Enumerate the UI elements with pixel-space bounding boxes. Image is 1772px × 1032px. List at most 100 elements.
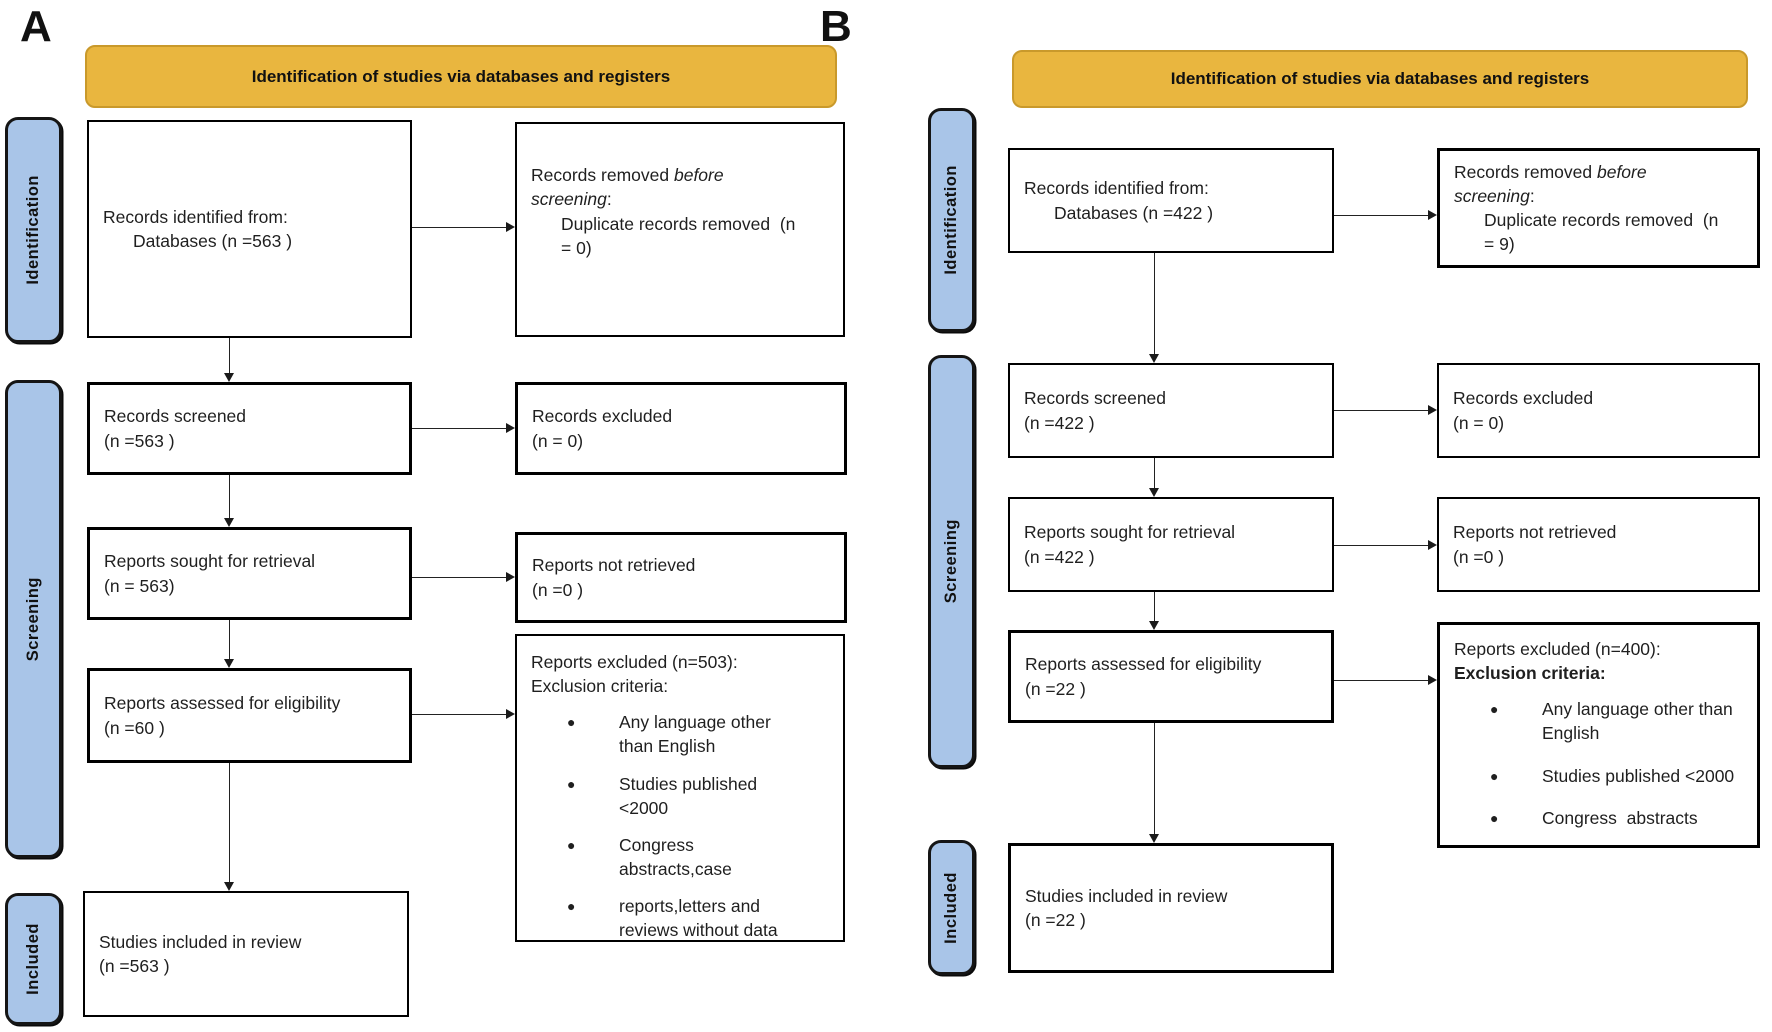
box-line: = 0) — [561, 237, 592, 258]
box-line: Records screened — [104, 406, 247, 427]
panel-b-box-records-removed: Records removed before screening: Duplic… — [1437, 148, 1760, 268]
bullet-icon: ● — [567, 714, 576, 731]
list-item: ●Any language other than English — [567, 712, 776, 757]
panel-b-banner: Identification of studies via databases … — [1012, 50, 1748, 108]
bullet-icon: ● — [567, 898, 576, 915]
box-line: Reports not retrieved — [532, 555, 696, 576]
box-line: Databases (n =422 ) — [1054, 202, 1214, 223]
box-line: (n = 563) — [104, 575, 175, 596]
list-item: ●Congress abstracts,case — [567, 834, 732, 879]
box-line: Reports sought for retrieval — [104, 551, 316, 572]
flow-arrow-right — [412, 222, 515, 233]
panel-a-stage-identification-label: Identification — [24, 175, 42, 285]
box-line: Records excluded — [1453, 388, 1594, 409]
bullet-icon: ● — [1490, 767, 1499, 784]
panel-a-stage-identification: Identification — [5, 117, 62, 343]
panel-a-box-records-identified: Records identified from: Databases (n =5… — [87, 120, 412, 338]
panel-b-box-reports-not-retrieved: Reports not retrieved (n =0 ) — [1437, 497, 1760, 592]
box-line: = 9) — [1484, 234, 1515, 255]
flow-arrow-down — [1149, 723, 1160, 843]
bullet-icon: ● — [1490, 701, 1499, 718]
box-line: Reports excluded (n=503): — [531, 652, 738, 672]
box-line: (n =422 ) — [1024, 546, 1095, 567]
box-line: Studies included in review — [99, 931, 302, 952]
panel-b-stage-included: Included — [928, 840, 975, 975]
list-item: ●Any language other than English — [1490, 699, 1738, 744]
box-line: (n =22 ) — [1025, 678, 1086, 699]
box-line: (n =0 ) — [532, 579, 584, 600]
flow-arrow-right — [412, 423, 515, 434]
box-line: Duplicate records removed (n — [1484, 210, 1719, 230]
box-line: Reports excluded (n=400): — [1454, 639, 1661, 659]
box-line: (n =563 ) — [99, 956, 170, 976]
box-line: (n = 0) — [532, 430, 584, 451]
box-line: (n =563 ) — [104, 430, 175, 451]
list-item: ●Studies published <2000 — [567, 773, 763, 818]
box-line: (n =60 ) — [104, 717, 165, 738]
panel-a-box-reports-sought: Reports sought for retrieval (n = 563) — [87, 527, 412, 620]
list-item: ●Studies published <2000 — [1490, 765, 1735, 786]
panel-b-label: B — [820, 2, 852, 51]
box-line: Studies included in review — [1025, 885, 1228, 906]
list-item: ●Congress abstracts — [1490, 807, 1698, 828]
box-line: Reports not retrieved — [1453, 522, 1617, 543]
flow-arrow-right — [412, 709, 515, 720]
panel-b-box-reports-assessed: Reports assessed for eligibility (n =22 … — [1008, 630, 1334, 723]
flow-arrow-down — [224, 763, 235, 891]
panel-b-box-records-screened: Records screened (n =422 ) — [1008, 363, 1334, 458]
panel-a-banner-text: Identification of studies via databases … — [251, 66, 671, 86]
box-line: Databases (n =563 ) — [133, 231, 293, 251]
panel-b-box-studies-included: Studies included in review (n =22 ) — [1008, 843, 1334, 973]
panel-a-box-records-removed: Records removed before screening: Duplic… — [515, 122, 845, 337]
box-line: screening: — [1454, 185, 1535, 206]
panel-a-box-reports-excluded: Reports excluded (n=503): Exclusion crit… — [515, 634, 845, 942]
exclusion-criteria-list: ●Any language other than English ●Studie… — [531, 710, 829, 955]
panel-b-stage-screening-label: Screening — [942, 519, 960, 604]
box-line: screening: — [531, 189, 612, 210]
panel-a-stage-included-label: Included — [24, 923, 42, 995]
box-line: Exclusion criteria: — [1454, 663, 1606, 684]
panel-a-box-records-excluded: Records excluded (n = 0) — [515, 382, 847, 475]
bullet-icon: ● — [567, 836, 576, 853]
flow-arrow-down — [1149, 253, 1160, 363]
bullet-icon: ● — [1490, 809, 1499, 826]
panel-a-stage-screening: Screening — [5, 380, 62, 858]
panel-a-box-reports-assessed: Reports assessed for eligibility (n =60 … — [87, 668, 412, 763]
box-line: (n =0 ) — [1453, 546, 1505, 567]
panel-b-box-reports-excluded: Reports excluded (n=400): Exclusion crit… — [1437, 622, 1760, 848]
bullet-icon: ● — [567, 775, 576, 792]
flow-arrow-down — [1149, 592, 1160, 630]
flow-arrow-right — [412, 572, 515, 583]
panel-a-label: A — [20, 2, 52, 51]
flow-arrow-right — [1334, 540, 1437, 551]
flow-arrow-right — [1334, 675, 1437, 686]
box-line: Reports assessed for eligibility — [1025, 654, 1262, 675]
panel-b-stage-included-label: Included — [942, 871, 960, 944]
box-line: (n =22 ) — [1025, 910, 1086, 930]
panel-a-box-studies-included: Studies included in review (n =563 ) — [83, 891, 409, 1017]
flow-arrow-down — [1149, 458, 1160, 497]
flow-arrow-down — [224, 338, 235, 382]
box-line: Reports sought for retrieval — [1024, 522, 1236, 543]
panel-b-box-records-identified: Records identified from: Databases (n =4… — [1008, 148, 1334, 253]
box-line: Exclusion criteria: — [531, 676, 669, 697]
box-line: Records excluded — [532, 406, 673, 427]
panel-b-stage-identification-label: Identification — [942, 165, 960, 275]
panel-b-box-records-excluded: Records excluded (n = 0) — [1437, 363, 1760, 458]
box-line: Records removed before — [531, 165, 724, 186]
box-line: (n = 0) — [1453, 412, 1505, 433]
panel-b-box-reports-sought: Reports sought for retrieval (n =422 ) — [1008, 497, 1334, 592]
box-line: Records identified from: — [1024, 178, 1209, 199]
panel-b-stage-identification: Identification — [928, 108, 975, 332]
panel-b-banner-text: Identification of studies via databases … — [1170, 69, 1590, 88]
box-line: Reports assessed for eligibility — [104, 693, 341, 714]
exclusion-criteria-list: ●Any language other than English ●Studie… — [1454, 697, 1743, 848]
box-line: Records identified from: — [103, 206, 288, 227]
flow-arrow-down — [224, 620, 235, 668]
box-line: Records screened — [1024, 388, 1167, 409]
panel-a-banner: Identification of studies via databases … — [85, 45, 837, 108]
list-item: ●reports,letters and reviews without dat… — [567, 896, 778, 941]
box-line: Duplicate records removed (n — [561, 213, 796, 234]
box-line: Records removed before — [1454, 161, 1647, 182]
